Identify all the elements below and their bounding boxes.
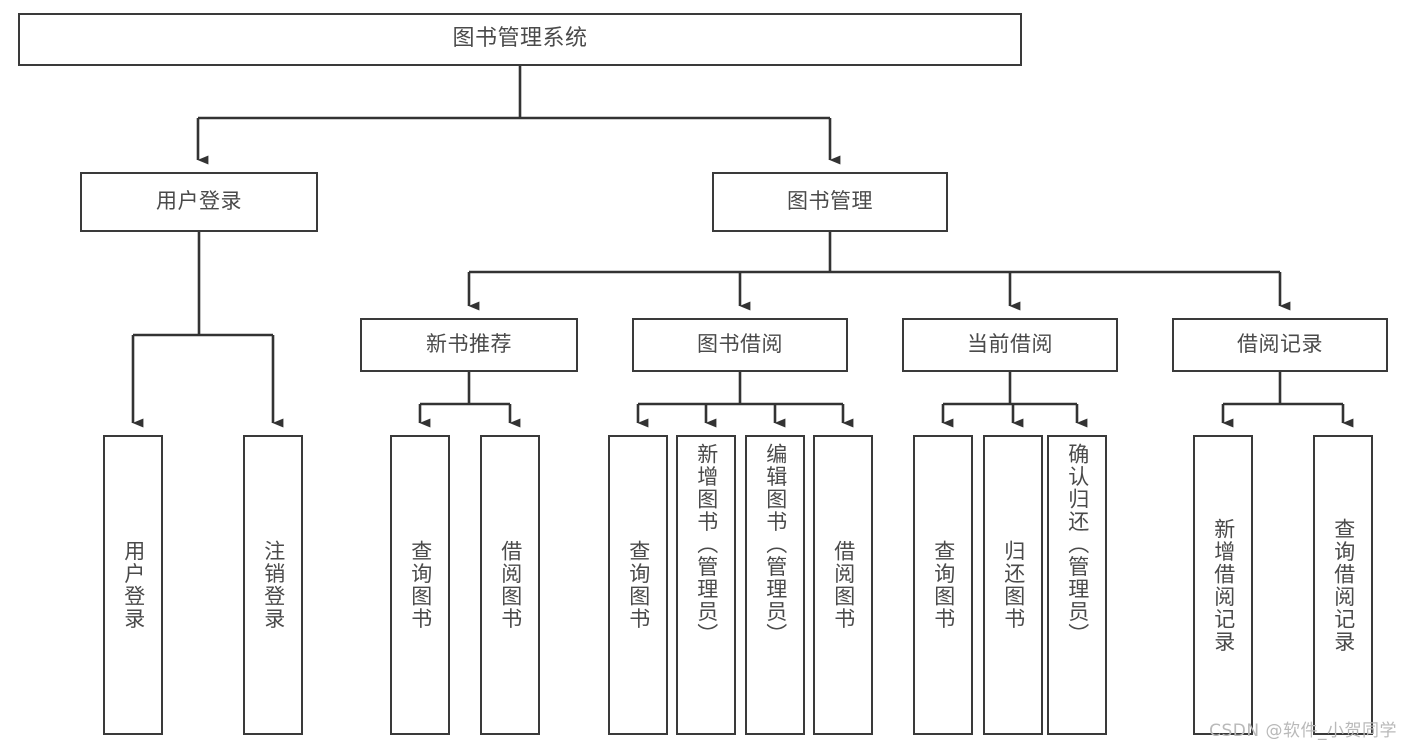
node-label: 查询图书 <box>626 540 651 630</box>
node-book-management[interactable]: 图书管理 <box>712 172 948 232</box>
csdn-watermark: CSDN @软件_小贺同学 <box>1209 721 1397 741</box>
node-leaf-add-record[interactable]: 新增借阅记录 <box>1193 435 1253 735</box>
node-label: 查询图书 <box>408 540 433 630</box>
node-leaf-logout-login[interactable]: 注销登录 <box>243 435 303 735</box>
node-book-borrow[interactable]: 图书借阅 <box>632 318 848 372</box>
node-label: 用户登录 <box>121 540 146 630</box>
node-leaf-confirm-return[interactable]: 确认归还（管理员） <box>1047 435 1107 735</box>
node-label: 确认归还（管理员） <box>1065 443 1090 646</box>
node-label: 图书借阅 <box>697 332 783 357</box>
node-leaf-query-book-3[interactable]: 查询图书 <box>913 435 973 735</box>
node-label: 归还图书 <box>1001 540 1026 630</box>
node-leaf-user-login[interactable]: 用户登录 <box>103 435 163 735</box>
node-label: 新增图书（管理员） <box>694 443 719 646</box>
node-label: 查询图书 <box>931 540 956 630</box>
node-label: 注销登录 <box>261 540 286 630</box>
node-label: 新增借阅记录 <box>1211 517 1236 653</box>
node-leaf-query-record[interactable]: 查询借阅记录 <box>1313 435 1373 735</box>
node-root-book-management-system[interactable]: 图书管理系统 <box>18 13 1022 66</box>
node-new-book-recommend[interactable]: 新书推荐 <box>360 318 578 372</box>
node-label: 编辑图书（管理员） <box>763 443 788 646</box>
node-label: 借阅图书 <box>831 540 856 630</box>
node-leaf-borrow-book-2[interactable]: 借阅图书 <box>813 435 873 735</box>
node-label: 图书管理系统 <box>452 26 588 52</box>
node-leaf-add-book[interactable]: 新增图书（管理员） <box>676 435 736 735</box>
node-leaf-edit-book[interactable]: 编辑图书（管理员） <box>745 435 805 735</box>
node-leaf-query-book-2[interactable]: 查询图书 <box>608 435 668 735</box>
node-label: 用户登录 <box>156 189 242 214</box>
node-leaf-borrow-book-1[interactable]: 借阅图书 <box>480 435 540 735</box>
node-label: 查询借阅记录 <box>1331 517 1356 653</box>
node-label: 新书推荐 <box>426 332 512 357</box>
node-label: 当前借阅 <box>967 332 1053 357</box>
node-current-borrow[interactable]: 当前借阅 <box>902 318 1118 372</box>
node-borrow-record[interactable]: 借阅记录 <box>1172 318 1388 372</box>
node-leaf-query-book-1[interactable]: 查询图书 <box>390 435 450 735</box>
node-label: 借阅记录 <box>1237 332 1323 357</box>
node-user-login[interactable]: 用户登录 <box>80 172 318 232</box>
node-label: 图书管理 <box>787 189 873 214</box>
node-leaf-return-book[interactable]: 归还图书 <box>983 435 1043 735</box>
node-label: 借阅图书 <box>498 540 523 630</box>
